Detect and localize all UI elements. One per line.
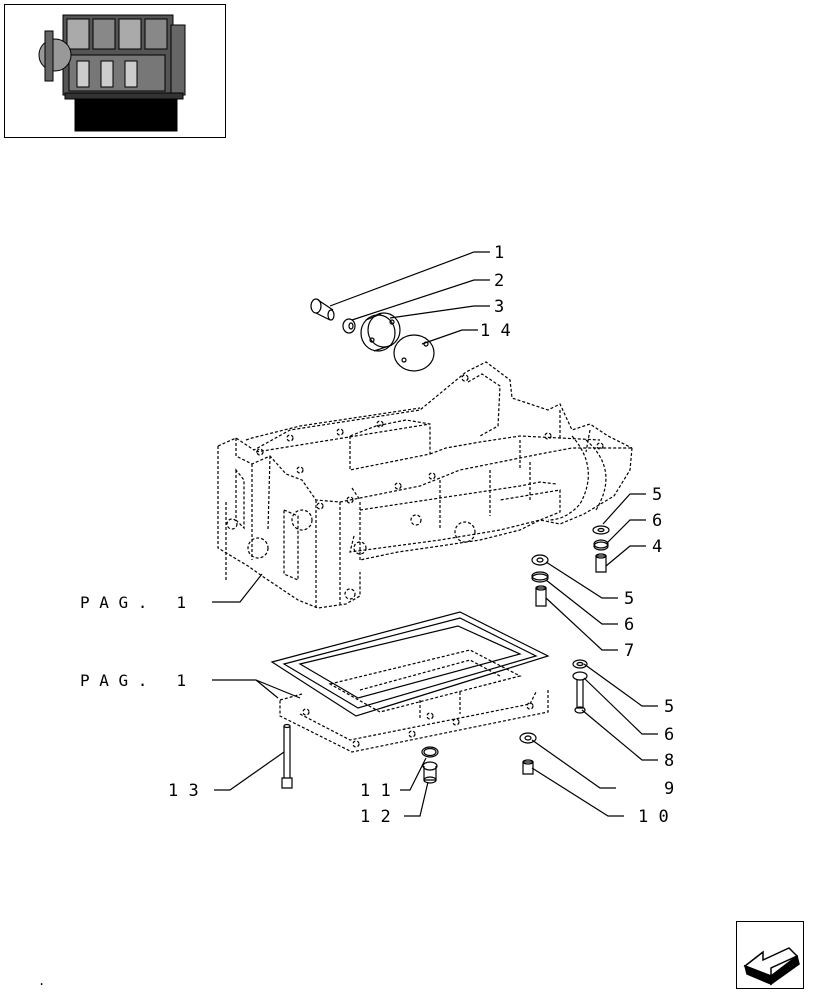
footer-dot: .: [38, 974, 46, 988]
page-reference-upper: P A G . 1: [80, 593, 186, 612]
next-page-button[interactable]: [736, 921, 804, 989]
callout-1: 1: [494, 243, 504, 263]
washer-6-middle: [531, 571, 549, 583]
callout-6-lower: 6: [664, 725, 674, 745]
washer-part-2: [342, 318, 356, 334]
callout-11: 1 1: [360, 781, 391, 801]
drain-plug-12: [422, 761, 438, 784]
long-bolt-13: [281, 723, 293, 789]
leader-lines: [212, 251, 658, 817]
cover-part-14: [393, 334, 435, 372]
engine-thumbnail-icon: [38, 14, 186, 132]
callout-5-upper: 5: [652, 485, 662, 505]
callout-labels: 1 2 3 1 4 5 6 4 5 6 7 5 6 8 9 1 0 1 1 1 …: [80, 243, 674, 827]
callout-13: 1 3: [168, 781, 199, 801]
callout-6-upper: 6: [652, 511, 662, 531]
screw-10: [522, 759, 534, 775]
screw-7: [535, 585, 547, 607]
callout-5-lower: 5: [664, 697, 674, 717]
callout-2: 2: [494, 271, 504, 291]
callout-7: 7: [624, 641, 634, 661]
callout-4: 4: [652, 537, 662, 557]
crankcase-block: [217, 361, 633, 609]
disc-part-3: [360, 312, 401, 352]
callout-8: 8: [664, 751, 674, 771]
bolt-part-1: [310, 298, 335, 321]
callout-10: 1 0: [638, 807, 669, 827]
seal-ring-11: [421, 746, 439, 758]
callout-12: 1 2: [360, 807, 391, 827]
washer-5-upper: [592, 525, 610, 535]
oil-pan: [279, 649, 549, 753]
oil-pan-gasket: [270, 611, 550, 717]
washer-6-upper: [593, 539, 609, 551]
callout-5-middle: 5: [624, 589, 634, 609]
page-reference-lower: P A G . 1: [80, 671, 186, 690]
screw-4: [595, 553, 607, 573]
washer-9: [519, 732, 537, 744]
callout-14: 1 4: [480, 321, 511, 341]
engine-thumbnail: [4, 4, 226, 138]
callout-9: 9: [664, 779, 674, 799]
washer-6-lower: [572, 671, 588, 681]
callout-3: 3: [494, 297, 504, 317]
callout-6-middle: 6: [624, 615, 634, 635]
washer-5-middle: [531, 554, 549, 566]
next-page-arrow-icon: [743, 947, 800, 986]
screw-8: [574, 680, 586, 714]
washer-5-lower: [572, 659, 588, 669]
